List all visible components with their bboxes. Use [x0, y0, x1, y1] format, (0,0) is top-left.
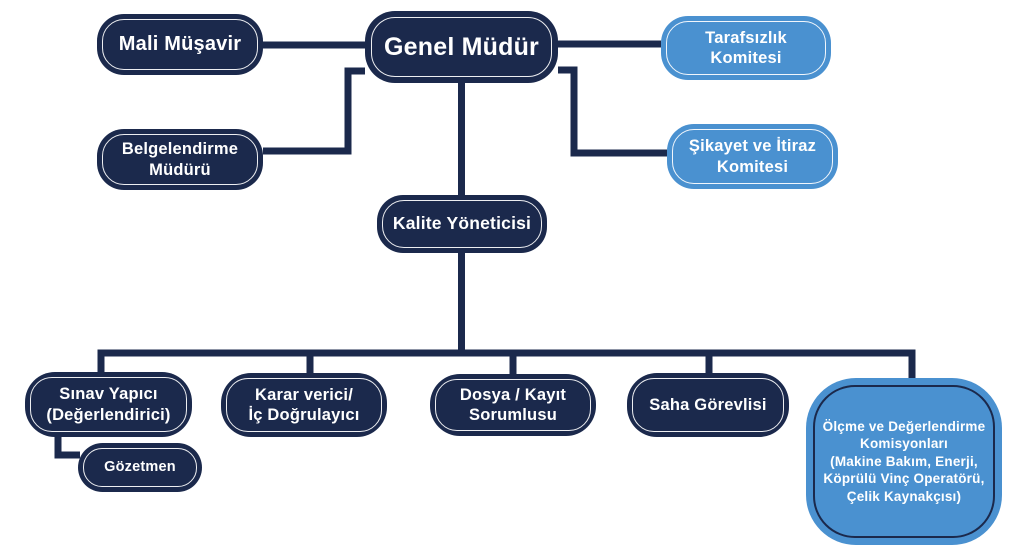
connector-sinav-to-gozetmen [54, 437, 80, 459]
node-genel-mudur: Genel Müdür [365, 11, 558, 83]
node-karar-verici: Karar verici/ İç Doğrulayıcı [221, 373, 387, 437]
node-kalite-yoneticisi: Kalite Yöneticisi [377, 195, 547, 253]
node-mali-musavir: Mali Müşavir [97, 14, 263, 75]
node-tarafsizlik-komitesi: Tarafsızlık Komitesi [661, 16, 831, 80]
connector-genel-to-sikayet [558, 66, 667, 157]
connector-bus-horizontal [97, 349, 916, 379]
node-sikayet-itiraz-komitesi: Şikayet ve İtiraz Komitesi [667, 124, 838, 189]
connector-genel-to-belgelendirme [263, 67, 365, 155]
node-saha-gorevlisi: Saha Görevlisi [627, 373, 789, 437]
node-sinav-yapici: Sınav Yapıcı (Değerlendirici) [25, 372, 192, 437]
node-olcme-degerlendirme-komisyonlari: Ölçme ve Değerlendirme Komisyonları (Mak… [806, 378, 1002, 545]
node-gozetmen: Gözetmen [78, 443, 202, 492]
node-dosya-kayit-sorumlusu: Dosya / Kayıt Sorumlusu [430, 374, 596, 436]
node-belgelendirme-muduru: Belgelendirme Müdürü [97, 129, 263, 190]
